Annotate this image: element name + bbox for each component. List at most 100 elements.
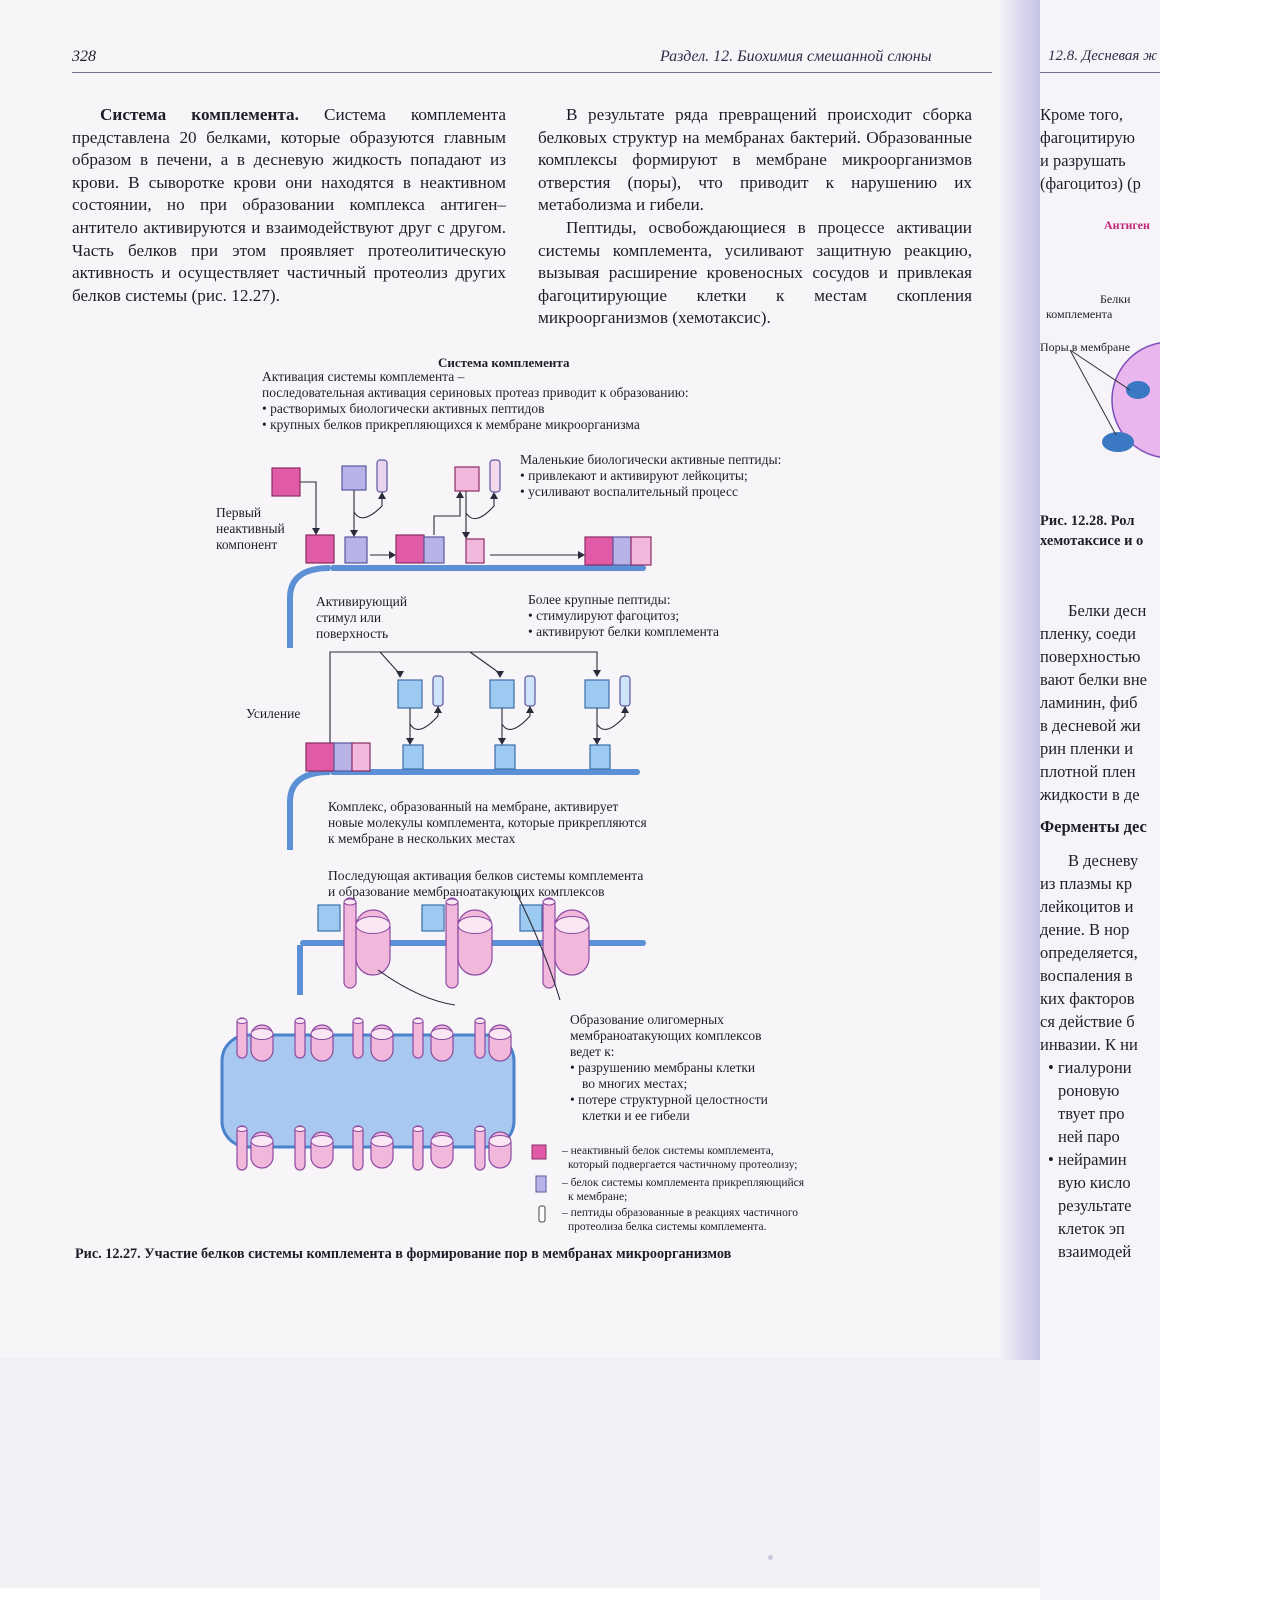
- complement-protein: [318, 905, 340, 931]
- bound-component: [585, 537, 613, 565]
- cascade-arrow: [300, 482, 316, 528]
- scan-dust-mark: [768, 1555, 773, 1560]
- mac-cylinder-top: [555, 917, 589, 934]
- text-line: лейкоцитов и: [1040, 896, 1133, 919]
- text-line: ся действие б: [1040, 1011, 1135, 1034]
- right-page-fragment: 12.8. Десневая ж Кроме того, фагоцитирую…: [1040, 0, 1160, 1600]
- pore-rod-top: [353, 1127, 363, 1132]
- text-line: пленку, соеди: [1040, 623, 1136, 646]
- mac-cylinder-top: [356, 917, 390, 934]
- legend-text: протеолиза белка системы комплемента.: [562, 1220, 798, 1234]
- pore-rod-top: [237, 1127, 247, 1132]
- pore-rod: [475, 1126, 485, 1170]
- legend-swatch-inactive: [532, 1145, 546, 1159]
- text-line: поверхностью: [1040, 646, 1140, 669]
- amplify-branch-arrow: [380, 652, 398, 672]
- pore-rod-top: [413, 1019, 423, 1024]
- arrowhead: [456, 491, 464, 498]
- bound-component: [396, 535, 424, 563]
- bound-component: [345, 537, 367, 563]
- arrowhead: [621, 706, 629, 713]
- pore-rod-top: [295, 1127, 305, 1132]
- bound-component: [466, 539, 484, 563]
- legend-text: – пептиды образованные в реакциях частич…: [562, 1206, 798, 1220]
- amplify-arrow: [502, 710, 530, 729]
- complement-protein: [342, 466, 366, 490]
- bound-component: [613, 537, 631, 565]
- new-complement-molecule: [490, 680, 514, 708]
- cascade-arrow: [354, 496, 382, 518]
- pore-cylinder-top: [311, 1136, 333, 1147]
- legend-item-peptides: – пептиды образованные в реакциях частич…: [562, 1206, 798, 1234]
- text-line: плотной плен: [1040, 761, 1136, 784]
- figure-caption: Рис. 12.27. Участие белков системы компл…: [75, 1246, 731, 1263]
- pore-rod-top: [413, 1127, 423, 1132]
- text-line: определяется,: [1040, 942, 1138, 965]
- complement-label: комплемента: [1046, 307, 1112, 322]
- pore-rod-top: [237, 1019, 247, 1024]
- attached-new-molecule: [590, 745, 610, 769]
- legend-text: к мембране;: [562, 1190, 804, 1204]
- pore-rod: [295, 1126, 305, 1170]
- legend-text: – белок системы комплемента прикрепляющи…: [562, 1176, 804, 1190]
- subheading: Ферменты дес: [1040, 816, 1147, 839]
- pore-rod: [237, 1126, 247, 1170]
- mac-rod: [344, 898, 356, 988]
- text-line: взаимодей: [1058, 1241, 1131, 1264]
- pore-rod-top: [475, 1127, 485, 1132]
- peptide-fragment: [490, 460, 500, 492]
- arrowhead: [389, 551, 396, 559]
- legend-swatch-attached: [536, 1176, 546, 1192]
- arrowhead: [350, 530, 358, 537]
- pore-rod: [353, 1126, 363, 1170]
- arrowhead: [496, 671, 504, 678]
- bound-component: [424, 537, 444, 563]
- cascade-arrow: [434, 497, 460, 535]
- text-line: (фагоцитоз) (р: [1040, 173, 1141, 196]
- arrowhead: [462, 532, 470, 539]
- mac-rod: [446, 898, 458, 988]
- complement-protein: [455, 467, 479, 491]
- amplify-arrow: [410, 710, 438, 729]
- new-complement-molecule: [585, 680, 609, 708]
- mac-cylinder-top: [458, 917, 492, 934]
- text-line: клеток эп: [1058, 1218, 1125, 1241]
- bound-complex: [334, 743, 352, 771]
- legend-text: который подвергается частичному протеоли…: [562, 1158, 798, 1172]
- text-line: из плазмы кр: [1040, 873, 1132, 896]
- text-line: в десневой жи: [1040, 715, 1141, 738]
- phagocytosis-figure-fragment: [1040, 330, 1160, 480]
- first-inactive-component: [272, 468, 300, 496]
- text-line: вую кисло: [1058, 1172, 1131, 1195]
- arrowhead: [378, 492, 386, 499]
- arrowhead: [593, 670, 601, 677]
- attached-new-molecule: [495, 745, 515, 769]
- scan-background: [1160, 0, 1280, 1600]
- arrowhead: [434, 706, 442, 713]
- mac-rod-top: [344, 899, 356, 905]
- right-running-header: 12.8. Десневая ж: [1048, 48, 1157, 65]
- text-line: рин пленки и: [1040, 738, 1133, 761]
- bound-complex: [352, 743, 370, 771]
- pore-cylinder-top: [251, 1136, 273, 1147]
- text-line: Кроме того,: [1040, 104, 1123, 127]
- amplify-branch-arrow: [470, 652, 498, 672]
- text-line: • гиалурони: [1048, 1057, 1132, 1080]
- text-line: и разрушать: [1040, 150, 1126, 173]
- peptide-fragment: [377, 460, 387, 492]
- arrowhead: [593, 738, 601, 745]
- text-line: дение. В нор: [1040, 919, 1129, 942]
- fig-caption-line: хемотаксисе и о: [1040, 530, 1143, 553]
- arrowhead: [396, 671, 404, 678]
- membrane-bar-2: [330, 769, 640, 775]
- pore-cylinder-top: [489, 1029, 511, 1040]
- arrowhead: [578, 551, 585, 559]
- amplified-peptide: [433, 676, 443, 706]
- legend-item-attached: – белок системы комплемента прикрепляющи…: [562, 1176, 804, 1204]
- bound-component: [631, 537, 651, 565]
- pore-cylinder-top: [431, 1136, 453, 1147]
- bound-complex: [306, 743, 334, 771]
- pore-rod-top: [475, 1019, 485, 1024]
- amplify-arrow: [597, 710, 625, 729]
- right-header-rule: [1040, 72, 1160, 73]
